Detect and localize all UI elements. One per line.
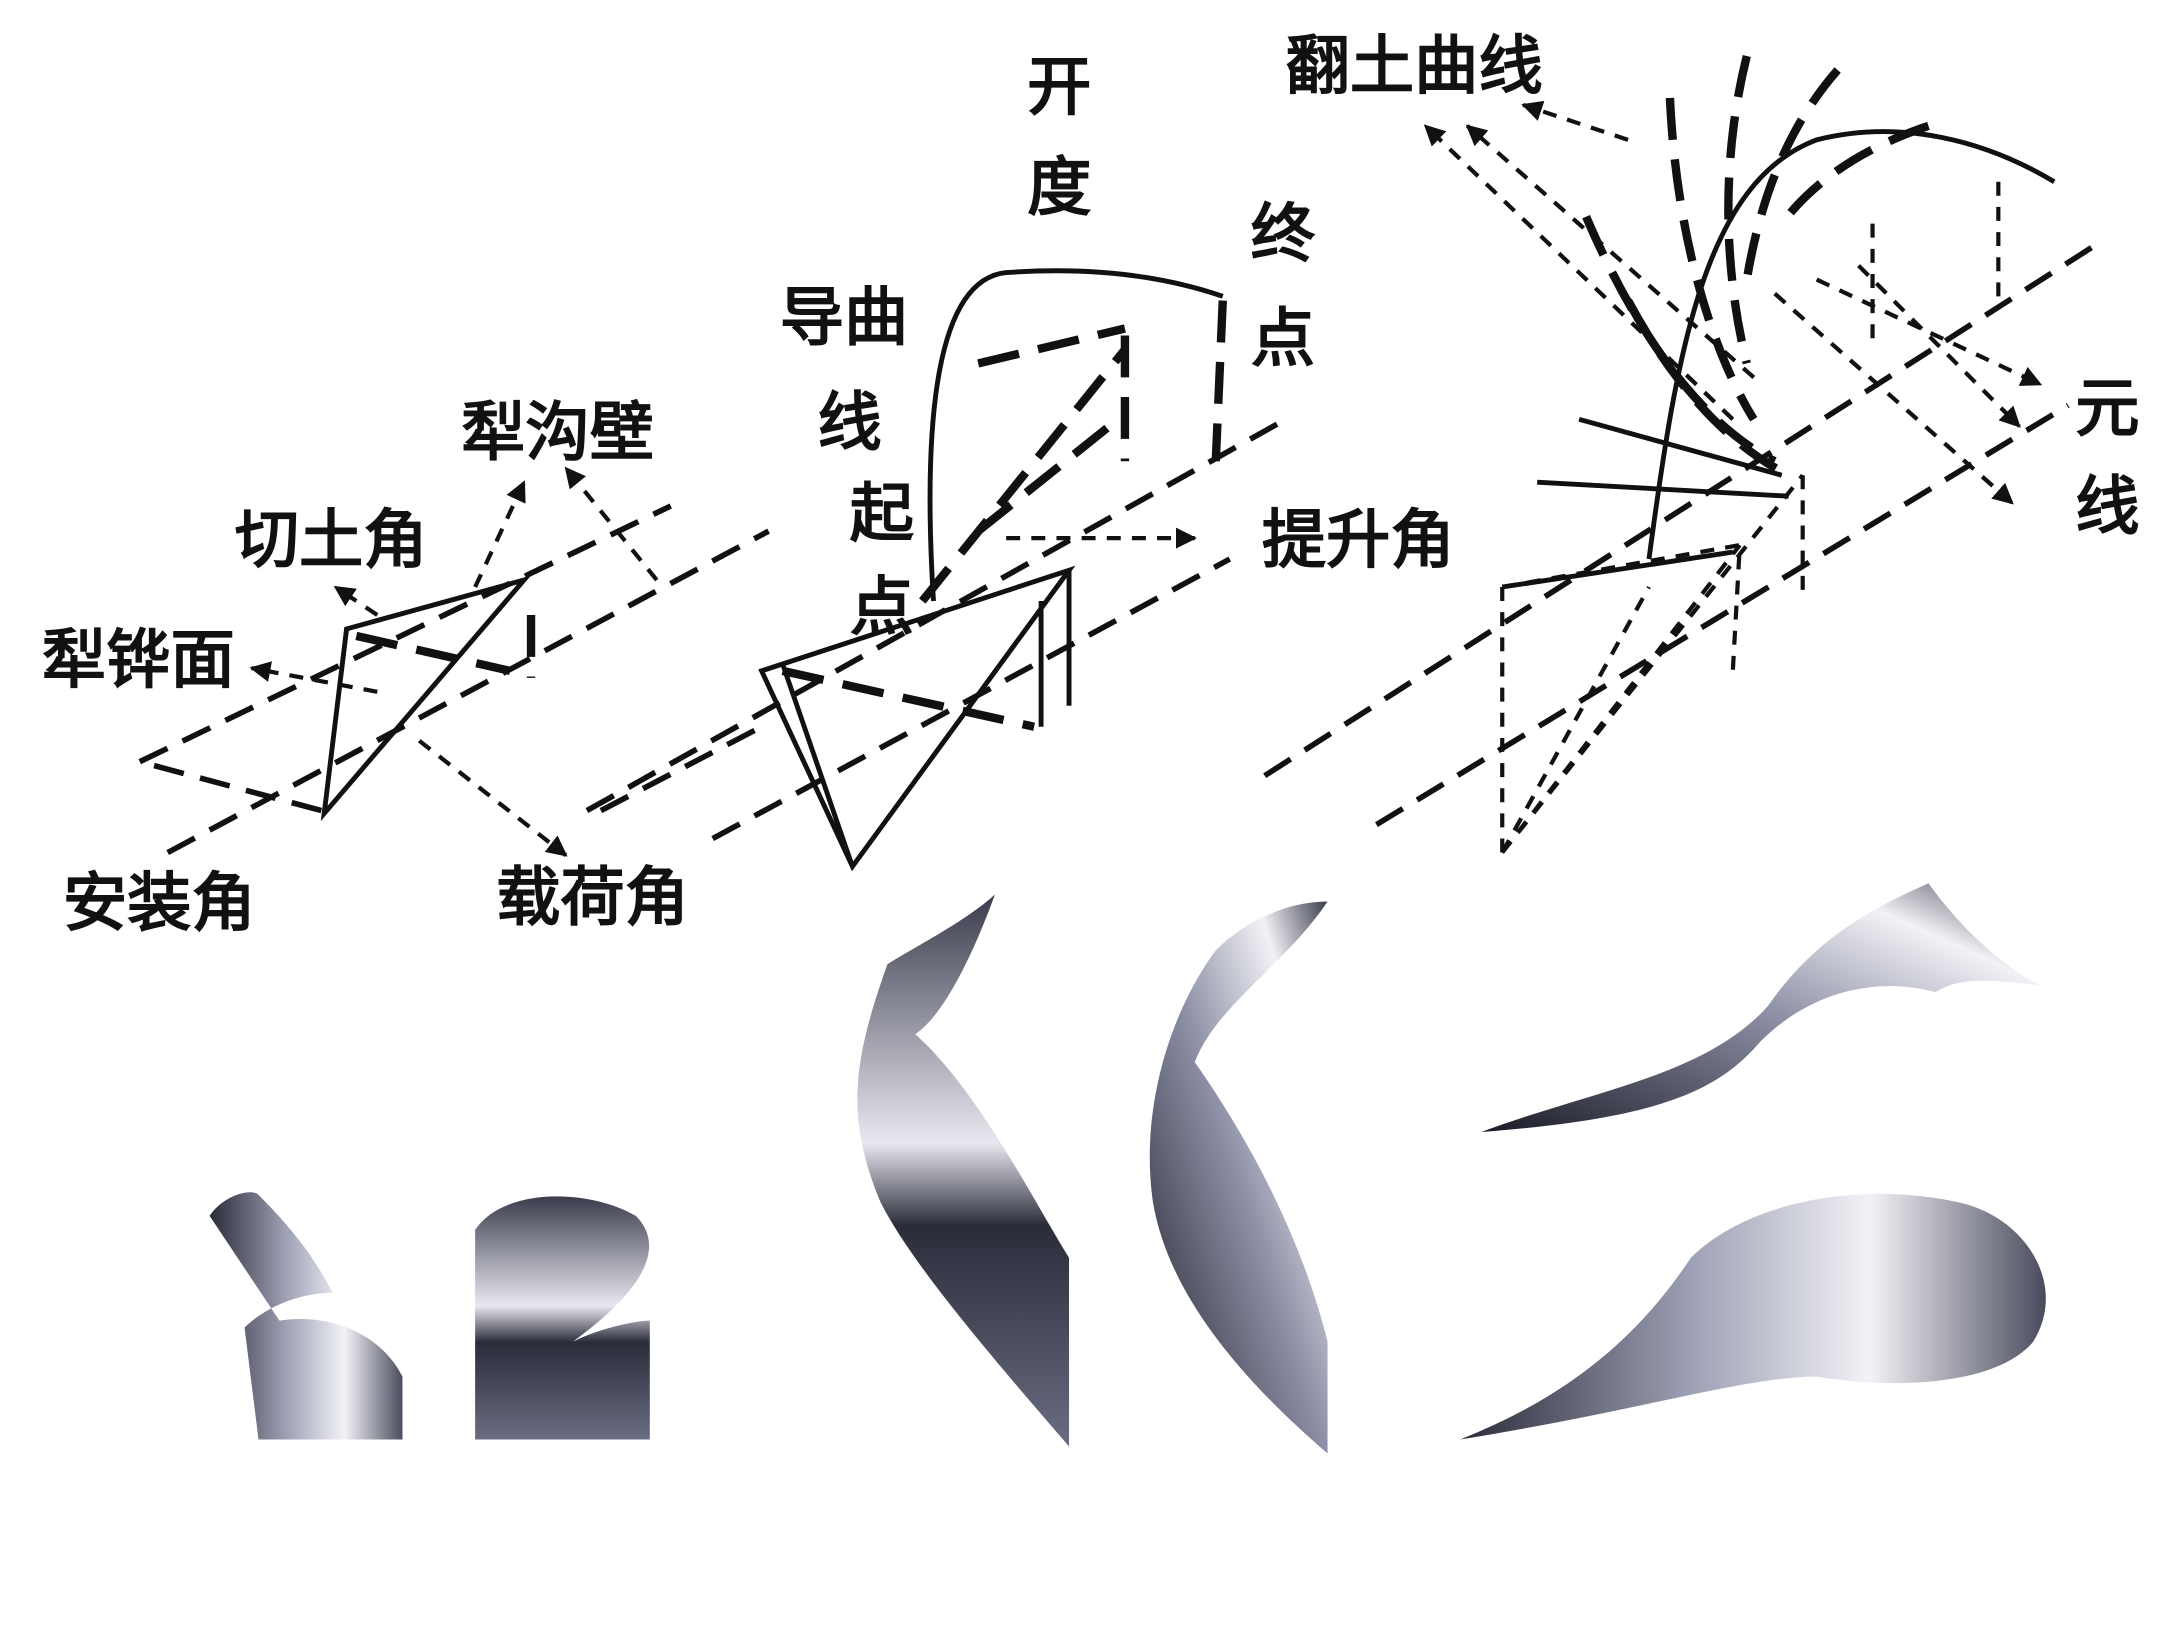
label-opening: 开 [1027, 50, 1091, 125]
label-element-line-2: 线 [2075, 469, 2139, 544]
rendered-surfaces [209, 883, 2046, 1454]
label-mounting-angle: 安装角 [63, 866, 256, 941]
panel-a-share-geometry: 犁沟壁 切土角 犁铧面 安装角 载荷角 [42, 395, 770, 941]
surface-3 [857, 894, 1070, 1447]
label-end-2: 点 [1251, 302, 1315, 377]
label-start-2: 点 [850, 570, 914, 645]
surface-6 [1460, 1193, 2046, 1440]
label-guide-curve-2: 线 [818, 385, 882, 460]
panel-c-turning-curves: 翻土曲线 元 线 [1263, 29, 2139, 854]
label-start: 起 [850, 476, 915, 551]
surface-1 [209, 1192, 403, 1440]
label-furrow-wall: 犁沟壁 [461, 395, 654, 470]
surface-4 [1149, 901, 1328, 1454]
label-lift-angle: 提升角 [1262, 503, 1455, 578]
surface-5 [1481, 883, 2041, 1133]
label-load-angle: 载荷角 [496, 861, 689, 936]
label-opening-2: 度 [1027, 151, 1091, 226]
panel-b-guide-curve: 导曲 线 起 点 开 度 终 点 提升角 [585, 50, 1455, 872]
label-share-surface: 犁铧面 [42, 623, 235, 698]
label-turning-curve: 翻土曲线 [1286, 29, 1543, 104]
label-end: 终 [1251, 197, 1316, 272]
label-cutting-angle: 切土角 [235, 503, 428, 578]
label-element-line: 元 [2075, 372, 2139, 447]
surface-2 [475, 1196, 650, 1440]
label-guide-curve: 导曲 [780, 281, 909, 356]
